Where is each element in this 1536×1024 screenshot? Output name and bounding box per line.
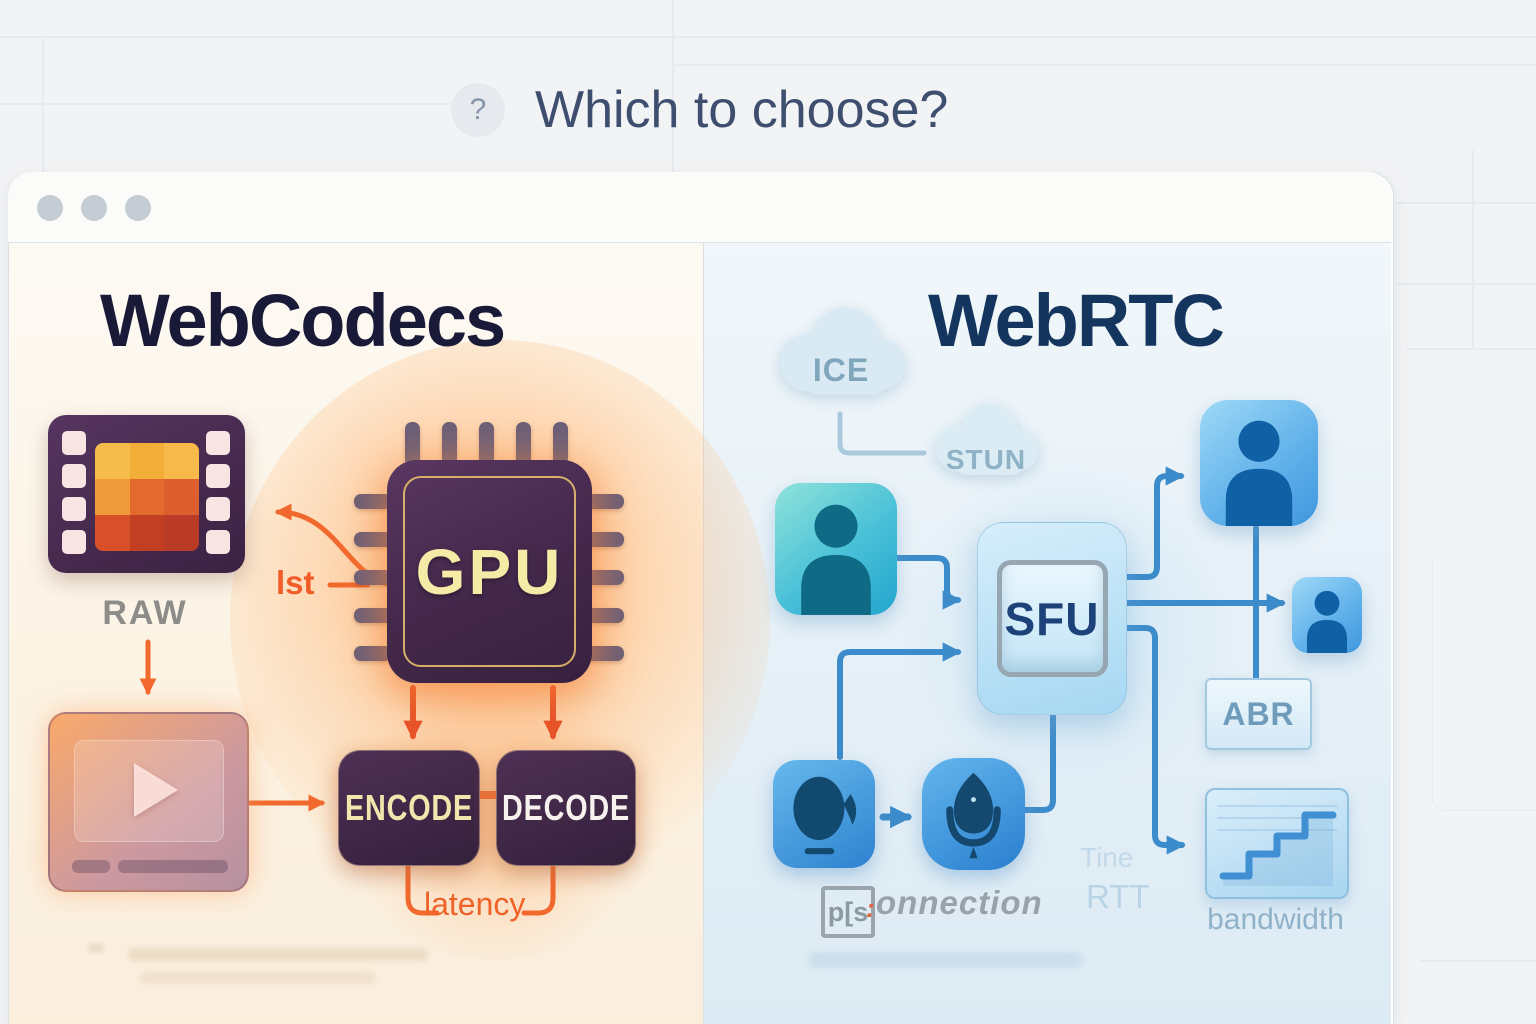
mic-shape [793, 776, 857, 855]
chip-pin [354, 608, 392, 623]
faint-text-smudge [128, 948, 428, 961]
ice-cloud-icon: ICE [765, 298, 917, 416]
rtt-label: RTT [1086, 878, 1150, 915]
film-strip-icon [48, 415, 245, 573]
stun-label: STUN [945, 444, 1027, 475]
peerconnection-badge: p[s [821, 886, 875, 938]
cloud-shape [779, 307, 906, 395]
user-icon [775, 483, 897, 615]
gpu-label: GPU [415, 535, 564, 608]
panel-divider [703, 243, 704, 1024]
person-silhouette [801, 504, 871, 615]
person-silhouette [1225, 420, 1293, 526]
background-grid-line [0, 36, 1536, 38]
chip-pin [586, 646, 624, 661]
decode-box: DECODE [496, 750, 636, 866]
window-control-dot[interactable] [125, 195, 151, 221]
first-label: lst [276, 564, 315, 601]
chip-pin [354, 570, 392, 585]
chip-pin [586, 570, 624, 585]
webcodecs-title: WebCodecs [100, 279, 506, 362]
window-titlebar [8, 172, 1392, 243]
film-hole [206, 530, 230, 554]
background-grid-line [1406, 348, 1536, 350]
sfu-label: SFU [1004, 592, 1100, 645]
chip-pin [586, 494, 624, 509]
stun-cloud-icon: STUN [924, 396, 1048, 494]
gpu-chip-icon: GPU [387, 460, 592, 683]
chip-pin [354, 532, 392, 547]
background-grid-line [1396, 202, 1536, 204]
chip-pin [442, 422, 457, 466]
abr-box: ABR [1205, 678, 1312, 750]
microphone-icon [922, 758, 1025, 870]
chip-pin [586, 532, 624, 547]
video-player-icon [48, 712, 249, 892]
film-hole [206, 497, 230, 521]
film-hole [62, 497, 86, 521]
window-control-dot[interactable] [37, 195, 63, 221]
sfu-server-icon: SFU [977, 522, 1127, 715]
background-grid-line [1472, 150, 1474, 348]
latency-label: latency [424, 886, 526, 922]
chip-pin [586, 608, 624, 623]
user-icon [1200, 400, 1318, 526]
raw-label: RAW [102, 594, 188, 632]
play-icon [134, 763, 178, 817]
encode-label: ENCODE [344, 787, 474, 828]
mic-shape [946, 772, 1001, 859]
abr-label: ABR [1222, 695, 1295, 732]
background-grid-line [1396, 283, 1536, 285]
film-hole [206, 464, 230, 488]
chip-pin [479, 422, 494, 466]
encode-box: ENCODE [338, 750, 480, 866]
question-glyph: ? [469, 93, 487, 126]
person-silhouette [1306, 590, 1348, 653]
chip-pin [553, 422, 568, 466]
raw-frame-image [95, 443, 199, 551]
bandwidth-label: bandwidth [1207, 903, 1344, 936]
film-hole [62, 464, 86, 488]
webrtc-title: WebRTC [928, 279, 1225, 362]
film-hole [206, 431, 230, 455]
chip-pin [354, 494, 392, 509]
film-hole [62, 530, 86, 554]
connection-mark: : [866, 893, 875, 923]
player-progress-bar [118, 860, 228, 873]
background-grid-line [672, 64, 1536, 66]
background-grid-line [1420, 960, 1536, 962]
background-grid-line [0, 103, 470, 105]
faint-text-smudge [808, 952, 1083, 968]
background-grid-shape [1432, 560, 1536, 811]
time-label: Tine [1080, 842, 1134, 873]
faint-text-smudge [140, 972, 375, 984]
background-grid-line [672, 0, 674, 172]
user-icon-small [1292, 577, 1362, 653]
sfu-inner-box: SFU [996, 560, 1108, 677]
faint-text-smudge [88, 944, 104, 952]
chip-outline [403, 476, 576, 667]
chip-pin [405, 422, 420, 466]
decode-label: DECODE [501, 787, 631, 828]
chip-pin [516, 422, 531, 466]
cloud-shape [935, 403, 1039, 476]
player-control-bar [72, 860, 110, 873]
peerconnection-badge-text: p[s [827, 896, 869, 927]
microphone-icon [773, 760, 875, 868]
chip-pin [354, 646, 392, 661]
film-hole [62, 431, 86, 455]
page-title: Which to choose? [535, 81, 949, 139]
ice-label: ICE [812, 351, 870, 388]
connection-label: onnection [876, 884, 1043, 921]
bandwidth-chart-icon [1205, 788, 1349, 899]
window-control-dot[interactable] [81, 195, 107, 221]
question-icon: ? [451, 83, 505, 137]
background-grid-line [42, 36, 44, 172]
step-chart [1217, 805, 1337, 886]
